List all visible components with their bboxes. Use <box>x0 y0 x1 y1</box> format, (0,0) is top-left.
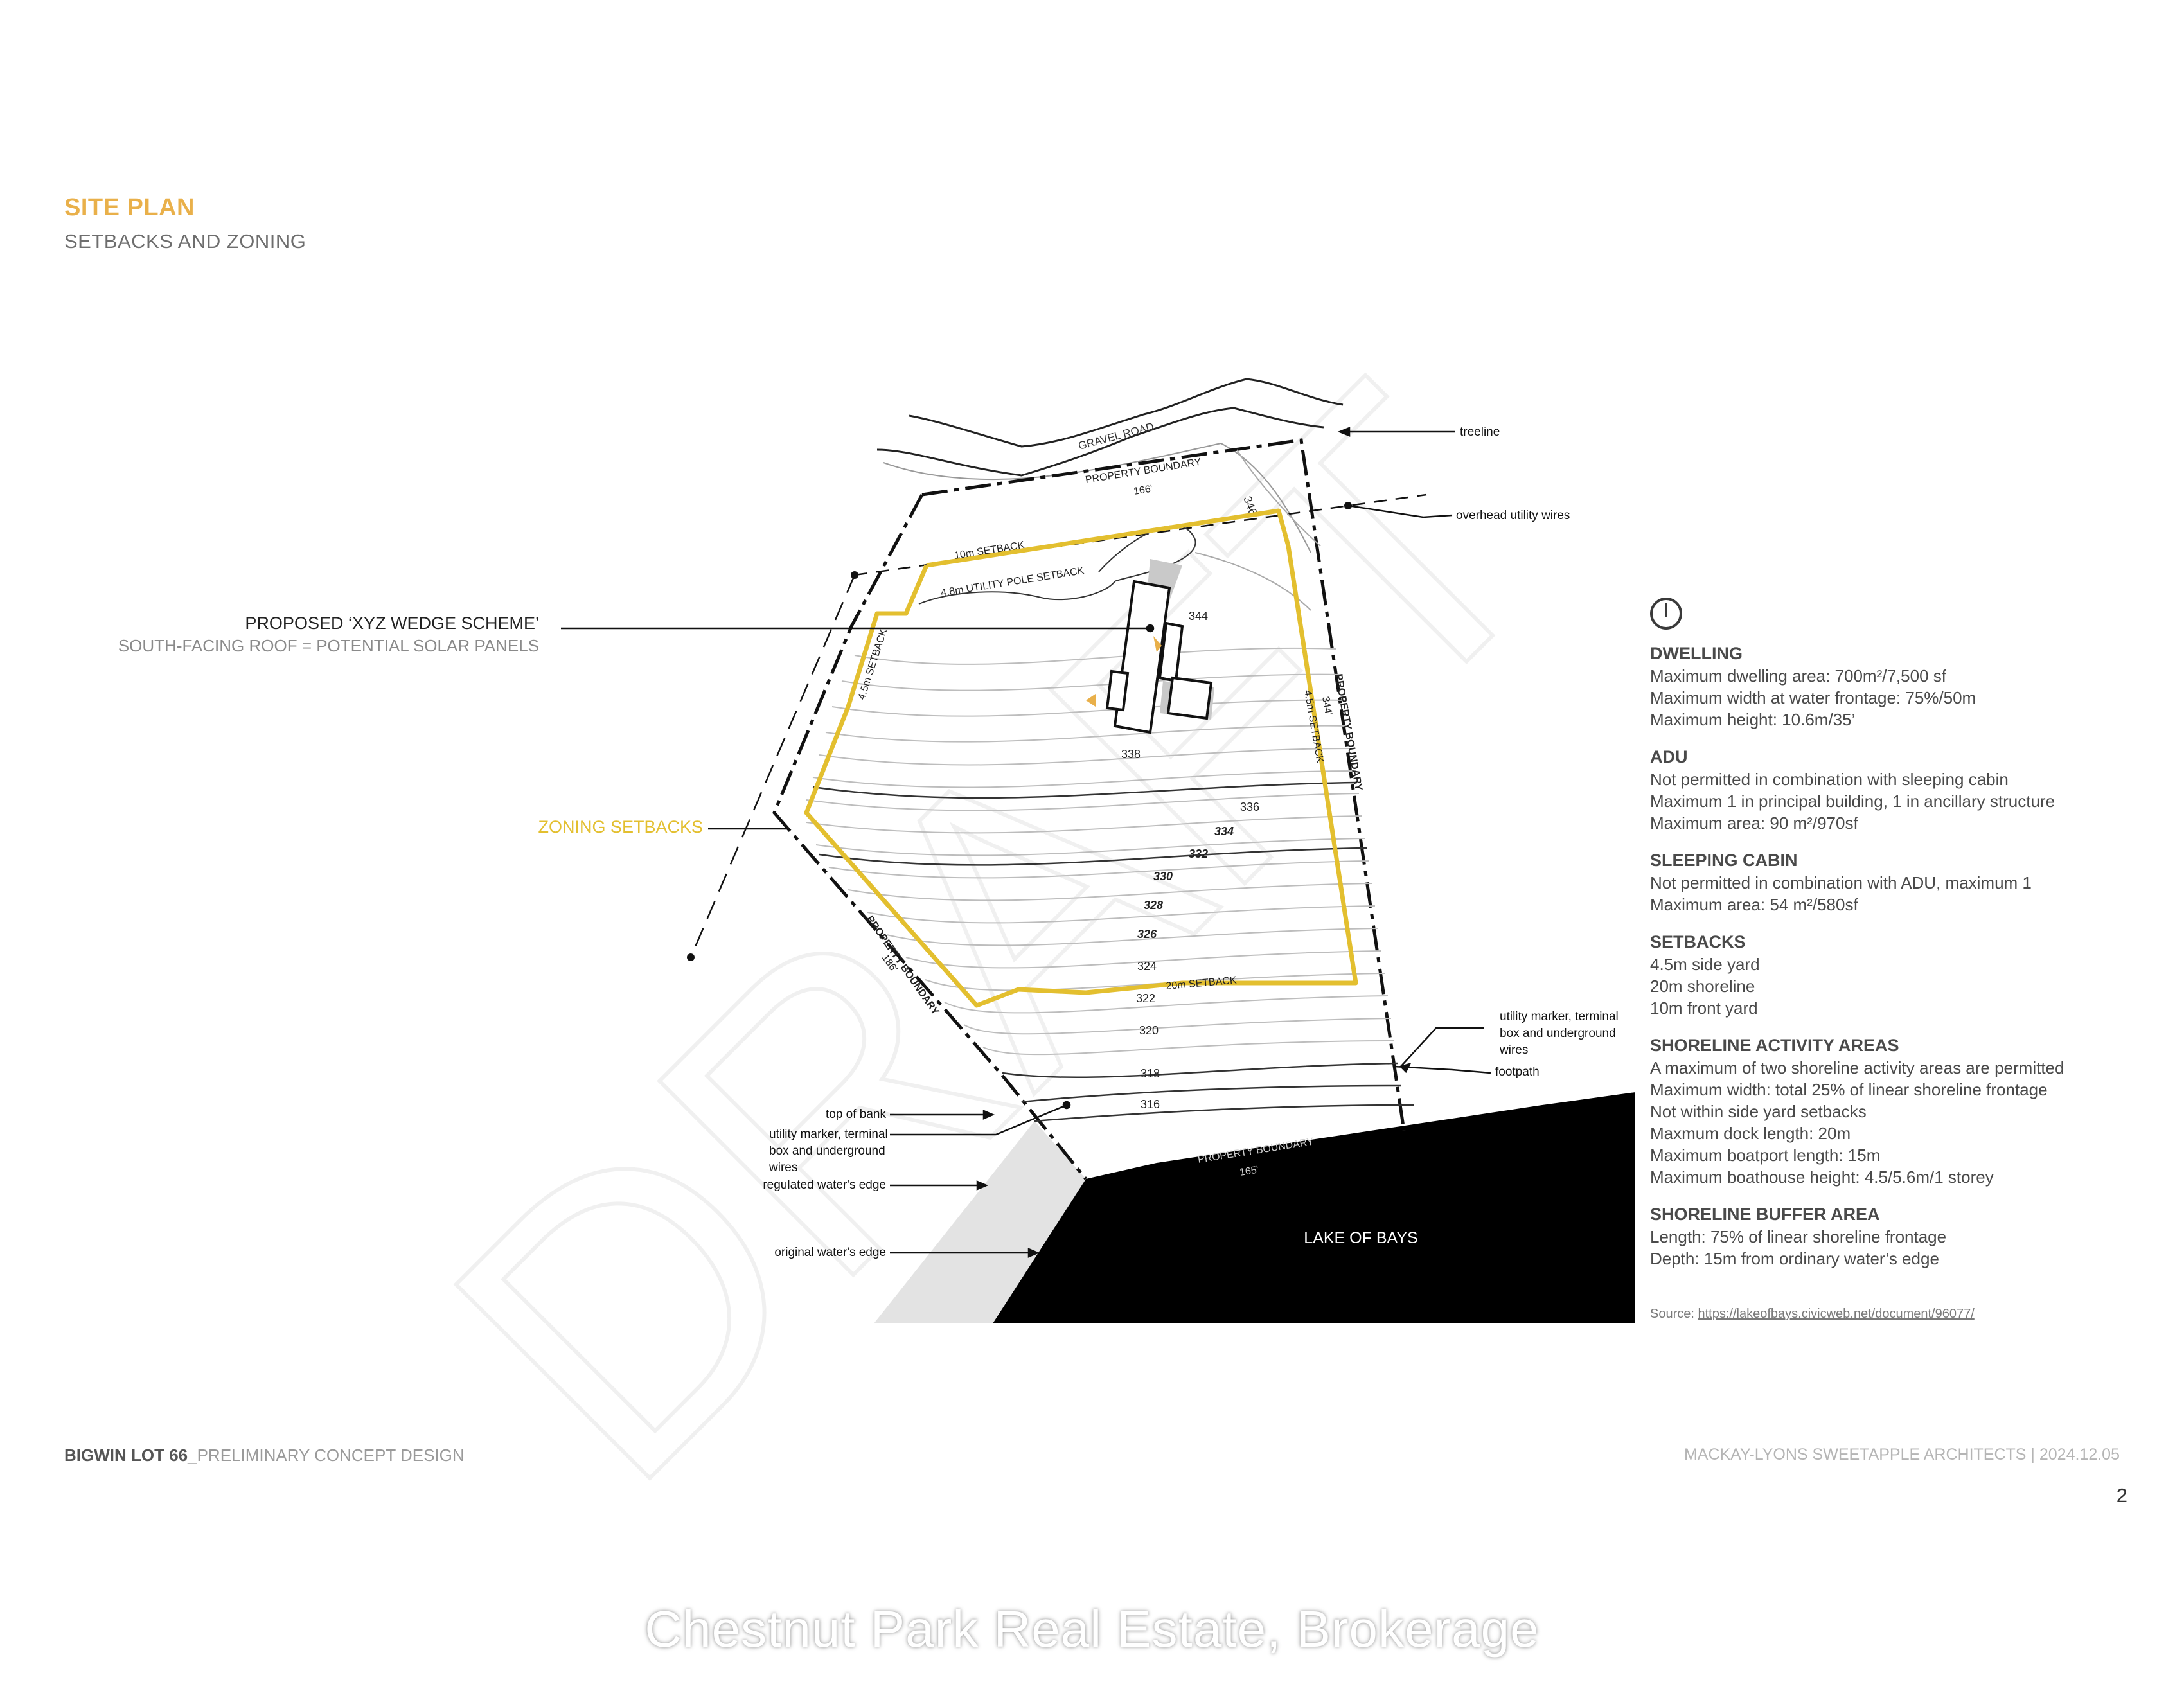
page-subtitle: SETBACKS AND ZONING <box>64 230 306 252</box>
contour-label: 332 <box>1189 847 1208 860</box>
scheme-title: PROPOSED ‘XYZ WEDGE SCHEME’ <box>245 614 539 633</box>
building-footprint <box>1086 559 1214 734</box>
contour-lines <box>806 647 1395 1056</box>
contour-label: 320 <box>1139 1024 1159 1037</box>
contour-label: 338 <box>1121 748 1141 761</box>
original-water-edge-callout: original water's edge <box>774 1246 886 1259</box>
top-of-bank-callout: top of bank <box>825 1108 886 1121</box>
contour-lines-dark <box>812 781 1414 1122</box>
lake-label: LAKE OF BAYS <box>1304 1229 1417 1247</box>
source-link[interactable]: https://lakeofbays.civicweb.net/document… <box>1698 1307 1975 1321</box>
source-note: Source: https://lakeofbays.civicweb.net/… <box>1650 1307 1975 1322</box>
gravel-road-edge-2 <box>876 407 1324 477</box>
overhead-wires-callout: overhead utility wires <box>1456 509 1570 522</box>
footer-firm-date: MACKAY-LYONS SWEETAPPLE ARCHITECTS | 202… <box>1683 1446 2120 1464</box>
footer-project-name: BIGWIN LOT 66 <box>64 1446 188 1465</box>
setback-front-label: 10m SETBACK <box>954 540 1025 562</box>
shore-strip <box>874 1121 1086 1323</box>
shoreline-buffer-section: SHORELINE BUFFER AREA Length: 75% of lin… <box>1650 1205 1947 1268</box>
footer-project-stage: _PRELIMINARY CONCEPT DESIGN <box>188 1446 465 1465</box>
contour-label: 326 <box>1137 928 1157 941</box>
contour-label: 324 <box>1137 960 1157 973</box>
contour-label: 330 <box>1153 870 1173 883</box>
gravel-road-edge <box>909 378 1344 448</box>
sleeping-cabin-section: SLEEPING CABIN Not permitted in combinat… <box>1650 851 2032 914</box>
contour-label: 318 <box>1141 1067 1160 1080</box>
treeline-callout: treeline <box>1460 425 1500 439</box>
contour-label: 328 <box>1144 899 1163 912</box>
utility-marker-right-callout: utility marker, terminal box and undergr… <box>1500 1010 1619 1057</box>
zoning-info-panel: DWELLING Maximum dwelling area: 700m²/7,… <box>1650 598 2138 1286</box>
north-arrow-icon <box>1650 598 1682 630</box>
contour-label: 334 <box>1214 825 1234 838</box>
property-boundary-west <box>772 493 1087 1180</box>
zoning-setback-line <box>804 508 1358 1008</box>
footer-project: BIGWIN LOT 66_PRELIMINARY CONCEPT DESIGN <box>64 1446 465 1465</box>
overhead-wires-diag <box>689 574 856 958</box>
boundary-bottom-dim: 165' <box>1239 1165 1259 1178</box>
contour-label: 344 <box>1189 610 1208 623</box>
source-label: Source: <box>1650 1307 1694 1321</box>
zoning-setbacks-label: ZONING SETBACKS <box>538 817 703 837</box>
boundary-right-dim: 344' <box>1320 696 1334 716</box>
contour-label: 336 <box>1240 801 1259 813</box>
gravel-road-label: GRAVEL ROAD <box>1077 420 1155 452</box>
boundary-top-dim: 166' <box>1133 484 1153 497</box>
brokerage-watermark: Chestnut Park Real Estate, Brokerage <box>644 1600 1540 1658</box>
contour-label: 316 <box>1141 1098 1160 1111</box>
shoreline-activity-section: SHORELINE ACTIVITY AREAS A maximum of tw… <box>1650 1036 2064 1187</box>
property-boundary <box>921 438 1406 1131</box>
footpath-callout: footpath <box>1495 1065 1540 1079</box>
utility-marker-left-callout: utility marker, terminal box and undergr… <box>769 1128 888 1174</box>
contour-label: 322 <box>1136 992 1155 1005</box>
lake-of-bays <box>993 1092 1635 1323</box>
page-title: SITE PLAN <box>64 194 195 221</box>
page-number: 2 <box>2116 1484 2127 1507</box>
adu-section: ADU Not permitted in combination with sl… <box>1650 747 2055 833</box>
setbacks-section: SETBACKS 4.5m side yard 20m shoreline 10… <box>1650 932 1760 1018</box>
scheme-subtitle: SOUTH-FACING ROOF = POTENTIAL SOLAR PANE… <box>118 636 539 655</box>
regulated-water-edge-callout: regulated water's edge <box>763 1178 886 1192</box>
draft-watermark: DRAFT <box>372 308 1626 1561</box>
treeline <box>883 442 1311 553</box>
dwelling-section: DWELLING Maximum dwelling area: 700m²/7,… <box>1650 644 1976 729</box>
